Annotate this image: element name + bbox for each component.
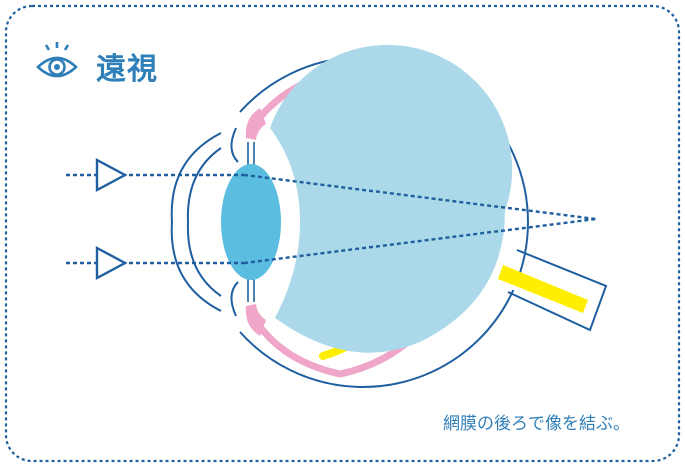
light-rays	[66, 173, 597, 265]
page-title: 遠視	[96, 52, 158, 87]
caption: 網膜の後ろで像を結ぶ。	[443, 414, 630, 434]
iris-bottom	[230, 281, 239, 317]
optic-nerve-outline	[507, 249, 608, 332]
iris-top	[230, 127, 239, 163]
eye-icon	[36, 42, 78, 78]
cornea-outer	[170, 132, 222, 312]
zonule-fibers	[247, 142, 255, 302]
ciliary-body-bottom	[245, 304, 266, 336]
optic-nerve	[498, 265, 588, 313]
dotted-frame	[4, 4, 681, 463]
vitreous-body	[270, 44, 513, 353]
lens	[221, 164, 281, 280]
ray-arrow-bottom	[95, 245, 128, 281]
cornea-inner	[186, 147, 222, 297]
ray-arrow-top	[95, 157, 128, 193]
ciliary-body-top	[245, 108, 266, 140]
